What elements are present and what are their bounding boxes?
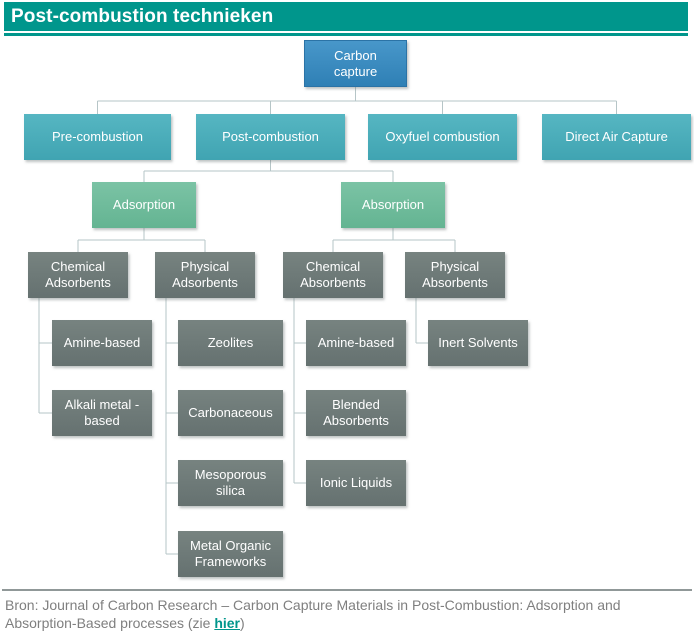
- direct-air-capture-node: Direct Air Capture: [542, 114, 691, 160]
- page-title: Post-combustion technieken: [11, 5, 274, 27]
- source-citation: Bron: Journal of Carbon Research – Carbo…: [5, 596, 683, 632]
- alkali-metal-based-node: Alkali metal - based: [52, 390, 152, 436]
- chemical-adsorbents-node: Chemical Adsorbents: [28, 252, 128, 298]
- ionic-liquids-node: Ionic Liquids: [306, 460, 406, 506]
- pre-combustion-node: Pre-combustion: [24, 114, 171, 160]
- carbonaceous-node: Carbonaceous: [178, 390, 283, 436]
- inert-solvents-node: Inert Solvents: [428, 320, 528, 366]
- source-citation-text: Bron: Journal of Carbon Research – Carbo…: [5, 597, 621, 631]
- chemical-absorbents-node: Chemical Absorbents: [283, 252, 383, 298]
- mesoporous-silica-node: Mesoporous silica: [178, 460, 283, 506]
- oxyfuel-combustion-node: Oxyfuel combustion: [368, 114, 517, 160]
- physical-absorbents-node: Physical Absorbents: [405, 252, 505, 298]
- page-header: Post-combustion technieken: [4, 2, 688, 31]
- metal-organic-frameworks-node: Metal Organic Frameworks: [178, 531, 283, 577]
- carbon-capture-node: Carbon capture: [304, 40, 407, 87]
- amine-based-1-node: Amine-based: [52, 320, 152, 366]
- post-combustion-node: Post-combustion: [196, 114, 345, 160]
- blended-absorbents-node: Blended Absorbents: [306, 390, 406, 436]
- zeolites-node: Zeolites: [178, 320, 283, 366]
- adsorption-node: Adsorption: [92, 182, 196, 228]
- physical-adsorbents-node: Physical Adsorbents: [155, 252, 255, 298]
- source-link[interactable]: hier: [214, 615, 241, 631]
- amine-based-2-node: Amine-based: [306, 320, 406, 366]
- source-citation-suffix: ): [240, 615, 245, 631]
- absorption-node: Absorption: [341, 182, 445, 228]
- footer-divider: [2, 589, 692, 591]
- header-underline: [4, 33, 688, 36]
